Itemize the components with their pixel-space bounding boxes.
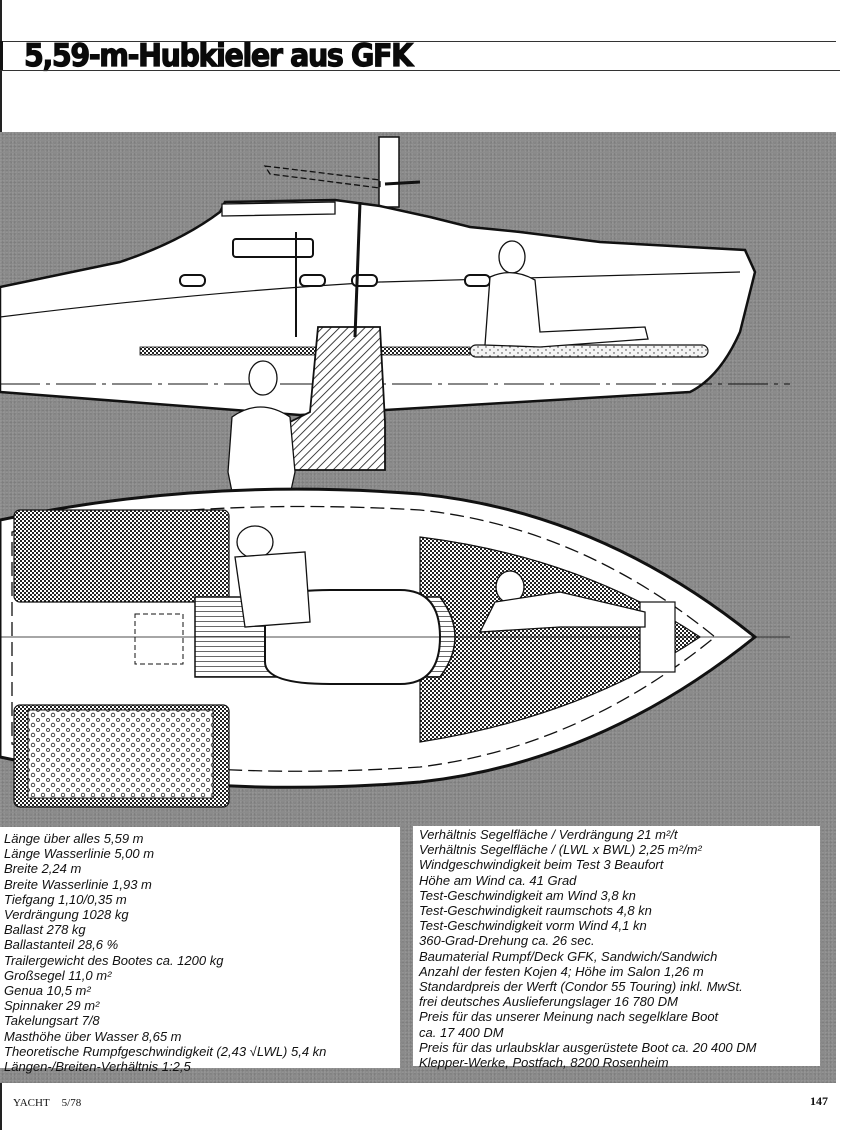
spec-line: Breite Wasserlinie 1,93 m bbox=[4, 876, 152, 892]
spec-line: Ballast 278 kg bbox=[4, 922, 86, 938]
spec-line: Verhältnis Segelfläche / Verdrängung 21 … bbox=[419, 827, 678, 842]
spec-line: Windgeschwindigkeit beim Test 3 Beaufort bbox=[419, 857, 664, 873]
figure-reclining-woman bbox=[484, 240, 649, 348]
spec-line: Verdrängung 1028 kg bbox=[4, 907, 129, 923]
magazine-name: YACHT bbox=[13, 1097, 50, 1109]
page-number: 147 bbox=[810, 1094, 828, 1108]
hatch-handle bbox=[384, 180, 421, 186]
lazarette-outline bbox=[134, 613, 184, 665]
spec-line: Trailergewicht des Bootes ca. 1200 kg bbox=[4, 952, 224, 968]
forehatch bbox=[639, 601, 676, 673]
spec-line: Anzahl der festen Kojen 4; Höhe im Salon… bbox=[419, 963, 704, 979]
specs-left-box: Länge über alles 5,59 m Länge Wasserlini… bbox=[0, 827, 400, 1074]
tiller-outline bbox=[263, 165, 381, 189]
spec-line: Tiefgang 1,10/0,35 m bbox=[4, 891, 127, 907]
spec-line: Großsegel 11,0 m² bbox=[4, 967, 112, 983]
spec-line: Breite 2,24 m bbox=[4, 861, 82, 877]
side-view bbox=[0, 136, 790, 533]
berth-port bbox=[13, 509, 230, 603]
spec-line: Höhe am Wind ca. 41 Grad bbox=[419, 872, 577, 888]
spec-line: Genua 10,5 m² bbox=[4, 983, 91, 999]
window-main bbox=[232, 238, 314, 258]
berth-cushion bbox=[469, 344, 709, 358]
title-bar bbox=[0, 41, 3, 71]
porthole bbox=[179, 274, 206, 287]
sleeping-bag bbox=[27, 709, 214, 799]
issue-number: 5/78 bbox=[61, 1097, 82, 1109]
spec-line: Preis für das urlaubsklar ausgerüstete B… bbox=[419, 1039, 757, 1055]
floor-texture bbox=[139, 346, 471, 356]
spec-line: Test-Geschwindigkeit am Wind 3,8 kn bbox=[419, 887, 636, 903]
footer-magazine: YACHT 5/78 bbox=[13, 1097, 81, 1109]
spec-line: Klepper-Werke, Postfach, 8200 Rosenheim bbox=[419, 1055, 669, 1071]
sheer-line bbox=[0, 271, 741, 318]
spec-line: frei deutsches Auslieferungslager 16 780… bbox=[419, 994, 678, 1010]
title-rule-bottom bbox=[0, 70, 840, 71]
figure-lying-woman bbox=[478, 570, 646, 633]
spec-line: 360-Grad-Drehung ca. 26 sec. bbox=[419, 933, 595, 949]
spec-line: Takelungsart 7/8 bbox=[4, 1013, 100, 1029]
title-rule-top bbox=[0, 41, 836, 42]
spec-line: Test-Geschwindigkeit vorm Wind 4,1 kn bbox=[419, 918, 647, 934]
porthole bbox=[299, 274, 326, 287]
cabin-top bbox=[221, 201, 336, 217]
spec-line: Verhältnis Segelfläche / (LWL x BWL) 2,2… bbox=[419, 842, 702, 858]
article-title: 5,59-m-Hubkieler aus GFK bbox=[23, 37, 413, 74]
spec-line: Theoretische Rumpfgeschwindigkeit (2,43 … bbox=[4, 1043, 327, 1059]
spec-line: Spinnaker 29 m² bbox=[4, 998, 100, 1014]
spec-line: Länge über alles 5,59 m bbox=[4, 831, 144, 846]
deck-edge bbox=[11, 505, 717, 772]
spec-line: Baumaterial Rumpf/Deck GFK, Sandwich/San… bbox=[419, 948, 718, 964]
top-view bbox=[0, 487, 790, 808]
spec-line: Test-Geschwindigkeit raumschots 4,8 kn bbox=[419, 903, 652, 919]
specs-right-box: Verhältnis Segelfläche / Verdrängung 21 … bbox=[413, 826, 820, 1070]
keel-lift-rod bbox=[353, 201, 362, 338]
hull-side bbox=[0, 198, 757, 417]
spec-line: ca. 17 400 DM bbox=[419, 1024, 504, 1040]
spec-line: Preis für das unserer Meinung nach segel… bbox=[419, 1009, 719, 1025]
spec-line: Masthöhe über Wasser 8,65 m bbox=[4, 1028, 182, 1044]
boat-illustration bbox=[0, 136, 790, 808]
porthole bbox=[464, 274, 491, 287]
spec-line: Standardpreis der Werft (Condor 55 Touri… bbox=[419, 979, 743, 995]
spec-line: Längen-/Breiten-Verhältnis 1:2,5 bbox=[4, 1059, 191, 1075]
spec-line: Ballastanteil 28,6 % bbox=[4, 937, 119, 953]
figure-kneeling-man bbox=[234, 525, 311, 628]
mast-stub bbox=[378, 136, 400, 208]
spec-line: Länge Wasserlinie 5,00 m bbox=[4, 846, 155, 862]
